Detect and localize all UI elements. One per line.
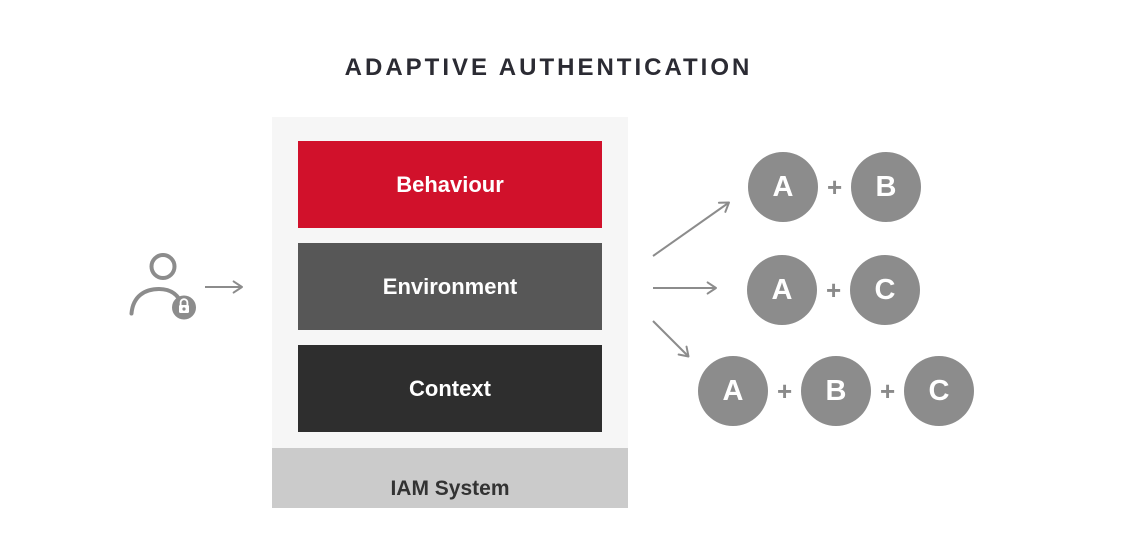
user-head <box>149 253 177 280</box>
layer-environment: Environment <box>298 243 602 330</box>
factor-circle-b: B <box>851 152 921 222</box>
plus-sign: + <box>777 376 793 406</box>
factor-circle-c: C <box>904 356 974 426</box>
layer-context-label: Context <box>409 375 491 401</box>
factor-circle-a: A <box>747 255 817 325</box>
factor-circle-a: A <box>748 152 818 222</box>
combination-row-ac: A + C <box>747 255 920 325</box>
arrow-down-right-icon <box>652 320 690 358</box>
arrow-up-right-icon <box>652 201 730 257</box>
layer-context: Context <box>298 345 602 432</box>
factor-circle-a: A <box>698 356 768 426</box>
lock-badge-icon <box>172 295 196 320</box>
plus-sign: + <box>827 172 843 202</box>
plus-sign: + <box>880 376 896 406</box>
layer-behaviour-label: Behaviour <box>396 171 504 197</box>
iam-stack: Behaviour Environment Context IAM System <box>272 117 628 508</box>
stack-layers: Behaviour Environment Context <box>298 141 602 447</box>
iam-system-base: IAM System <box>272 448 628 508</box>
layer-environment-label: Environment <box>382 273 518 299</box>
layer-behaviour: Behaviour <box>298 141 602 228</box>
iam-system-label: IAM System <box>390 477 510 500</box>
factor-circle-b: B <box>801 356 871 426</box>
combination-row-abc: A + B + C <box>698 356 974 426</box>
user-lock-icon <box>129 253 196 320</box>
factor-circle-c: C <box>850 255 920 325</box>
diagram-title: ADAPTIVE AUTHENTICATION <box>344 54 753 81</box>
plus-sign: + <box>826 275 842 305</box>
combination-row-ab: A + B <box>748 152 921 222</box>
